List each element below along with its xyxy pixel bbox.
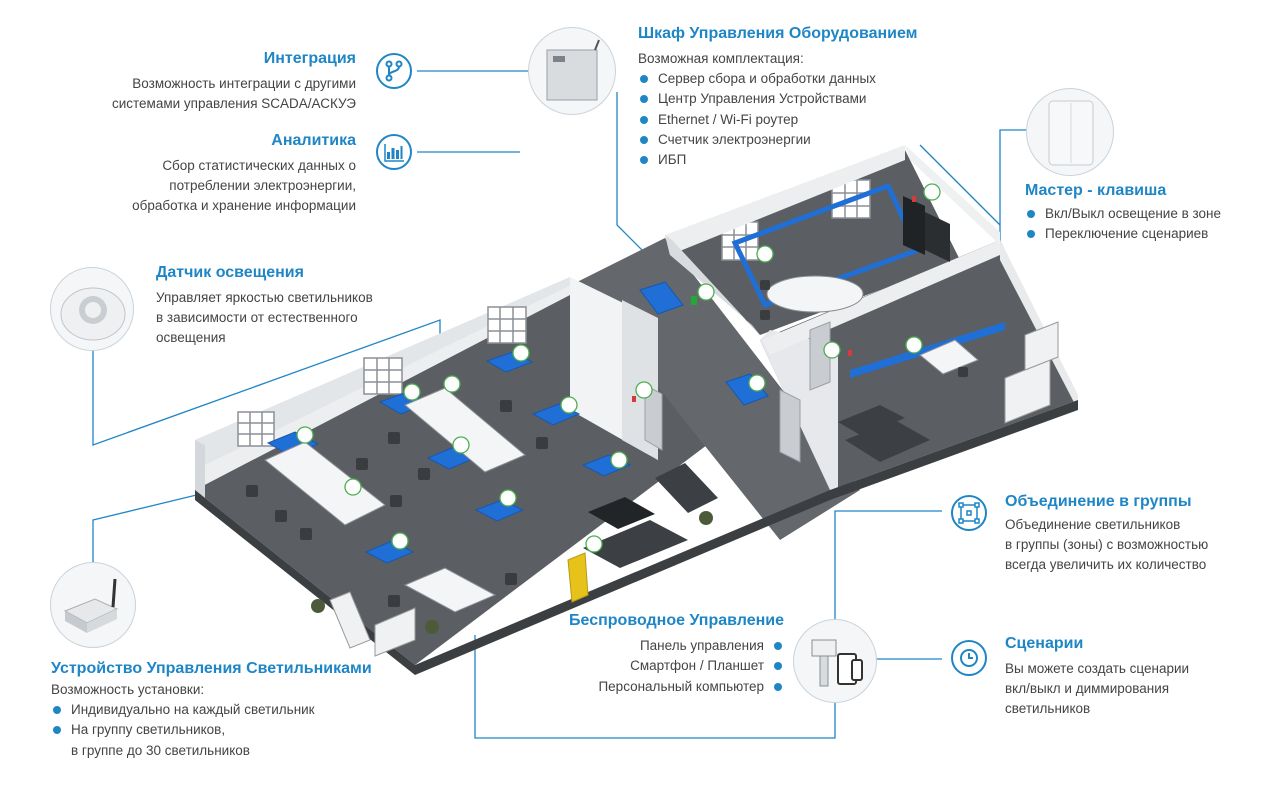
light-sensor-line: Управляет яркостью светильников	[156, 290, 373, 305]
integration-line: Возможность интеграции с другими	[132, 76, 356, 91]
integration-line: системами управления SCADA/АСКУЭ	[111, 96, 356, 111]
chairs	[246, 280, 968, 607]
cabinet-title: Шкаф Управления Оборудованием	[638, 25, 918, 42]
wall-tv	[903, 196, 925, 255]
control-cabinet-photo	[528, 27, 616, 115]
yellow-cabinet	[567, 552, 589, 603]
analytics-title: Аналитика	[271, 132, 356, 149]
master-key-block: Мастер - клавиша Вкл/Выкл освещение в зо…	[1025, 182, 1221, 245]
wireless-indicators	[296, 183, 941, 553]
desks	[264, 339, 979, 613]
grouping-title: Объединение в группы	[1005, 493, 1192, 510]
grouping-line: всегда увеличить их количество	[1005, 557, 1207, 572]
meeting-table	[766, 275, 864, 313]
plants	[311, 511, 713, 634]
light-sensor-title: Датчик освещения	[156, 264, 304, 281]
cabinet-item: Счетчик электроэнергии	[638, 130, 918, 150]
master-switch-photo	[1026, 88, 1114, 176]
cabinet-item: Ethernet / Wi-Fi роутер	[638, 110, 918, 130]
wireless-block: Беспроводное Управление Панель управлени…	[569, 612, 784, 697]
shelves	[329, 321, 1059, 657]
windows	[237, 179, 871, 447]
scenarios-block: Сценарии Вы можете создать сценарии вкл/…	[1005, 635, 1189, 719]
cabinet-subtitle: Возможная комплектация:	[638, 51, 804, 66]
right-lower-room-floor	[760, 240, 1078, 490]
meeting-room-floor	[670, 150, 960, 335]
scenarios-line: вкл/выкл и диммирования	[1005, 681, 1170, 696]
light-sensor-line: освещения	[156, 330, 226, 345]
doors	[644, 321, 831, 463]
analytics-icon	[376, 134, 412, 170]
analytics-line: потреблении электроэнергии,	[169, 178, 356, 193]
grouping-line: в группы (зоны) с возможностью	[1005, 537, 1209, 552]
master-key-item: Вкл/Выкл освещение в зоне	[1025, 204, 1221, 224]
cabinet-block: Шкаф Управления Оборудованием Возможная …	[638, 25, 918, 170]
wireless-devices-photo	[793, 619, 877, 703]
grouping-block: Объединение в группы Объединение светиль…	[1005, 493, 1208, 575]
right-outer-wall	[1000, 240, 1078, 410]
wireless-title: Беспроводное Управление	[569, 612, 784, 629]
cabinet-item: Сервер сбора и обработки данных	[638, 69, 918, 89]
controller-continuation: в группе до 30 светильников	[71, 742, 250, 758]
controller-device-photo	[50, 562, 136, 648]
light-sensor-line: в зависимости от естественного	[156, 310, 358, 325]
controller-block: Устройство Управления Светильниками Возм…	[51, 660, 372, 761]
controller-item: Индивидуально на каждый светильник	[51, 700, 372, 720]
scenarios-title: Сценарии	[1005, 635, 1084, 652]
controller-item: На группу светильников,	[51, 720, 372, 740]
master-key-title: Мастер - клавиша	[1025, 182, 1167, 199]
sofas	[583, 405, 930, 568]
light-sensor-photo	[50, 267, 134, 351]
master-key-item: Переключение сценариев	[1025, 224, 1221, 244]
analytics-line: Сбор статистических данных о	[162, 158, 356, 173]
grouping-icon	[951, 495, 987, 531]
wall-switches	[632, 196, 916, 402]
office-light-strip	[850, 322, 1005, 378]
cabinet-item: ИБП	[638, 150, 918, 170]
light-sensor-block: Датчик освещения Управляет яркостью свет…	[156, 264, 373, 348]
grouping-line: Объединение светильников	[1005, 517, 1181, 532]
integration-icon	[376, 53, 412, 89]
integration-block: Интеграция Возможность интеграции с друг…	[112, 50, 356, 114]
scenarios-line: светильников	[1005, 701, 1091, 716]
cabinet-item: Центр Управления Устройствами	[638, 89, 918, 109]
controller-subtitle: Возможность установки:	[51, 682, 205, 697]
analytics-line: обработка и хранение информации	[132, 198, 356, 213]
scenarios-line: Вы можете создать сценарии	[1005, 661, 1190, 676]
scenarios-icon	[951, 640, 987, 676]
coffee-table	[588, 497, 655, 529]
wireless-item: Панель управления	[569, 636, 784, 656]
wireless-item: Смартфон / Планшет	[569, 656, 784, 676]
wireless-item: Персональный компьютер	[569, 677, 784, 697]
meeting-room-walls	[665, 145, 905, 255]
integration-title: Интеграция	[263, 50, 356, 67]
controller-title: Устройство Управления Светильниками	[51, 660, 372, 677]
analytics-block: Аналитика Сбор статистических данных о п…	[132, 132, 356, 216]
